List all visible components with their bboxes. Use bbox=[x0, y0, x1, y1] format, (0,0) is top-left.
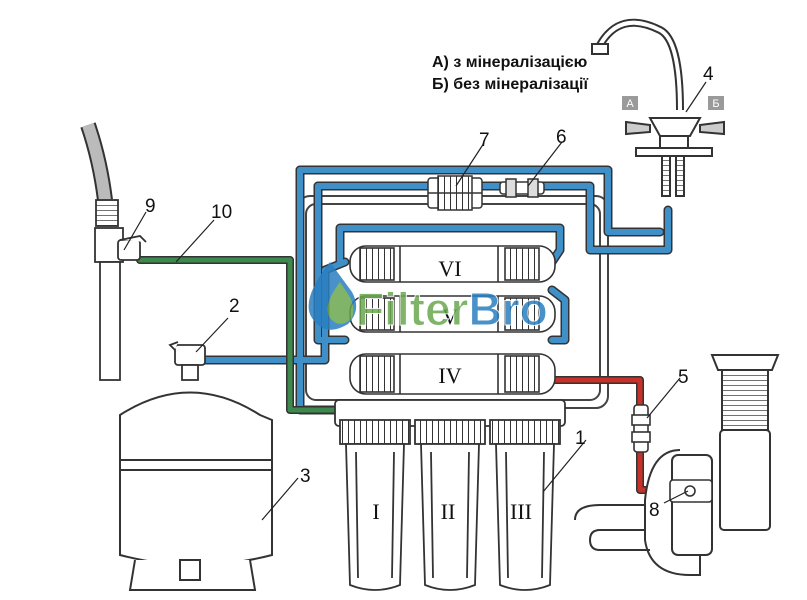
tank-valve bbox=[168, 341, 206, 381]
storage-tank bbox=[119, 391, 273, 591]
callout-3: 3 bbox=[300, 466, 311, 487]
filter-iv bbox=[349, 353, 556, 395]
faucet-badge-a: А bbox=[622, 96, 638, 110]
stage-label-v: V bbox=[442, 304, 458, 329]
drain-flow-restrictor bbox=[631, 404, 651, 453]
drain-clamp bbox=[669, 479, 713, 503]
callout-1: 1 bbox=[575, 428, 586, 449]
housing-iii bbox=[489, 419, 561, 591]
housings bbox=[334, 399, 566, 591]
filterbro-watermark: FilterBro bbox=[308, 262, 548, 336]
faucet bbox=[591, 18, 725, 197]
stage-label-i: I bbox=[372, 499, 379, 524]
check-valve-7 bbox=[427, 175, 483, 211]
housing-i bbox=[339, 419, 411, 591]
post-filters bbox=[349, 245, 556, 395]
stage-label-iii: III bbox=[510, 499, 532, 524]
sink-siphon bbox=[574, 354, 780, 576]
stage-label-vi: VI bbox=[438, 256, 461, 281]
legend-line-b: Б) без мінералізації bbox=[432, 76, 588, 93]
filter-vi bbox=[349, 245, 556, 283]
green-feed-tubing bbox=[136, 256, 349, 414]
watermark-text: FilterBro bbox=[356, 283, 548, 335]
flow-restrictor-6 bbox=[499, 178, 545, 198]
housing-ii bbox=[414, 419, 486, 591]
callout-8: 8 bbox=[649, 500, 660, 521]
callout-2: 2 bbox=[229, 296, 240, 317]
callout-10: 10 bbox=[211, 202, 232, 223]
callout-6: 6 bbox=[556, 127, 567, 148]
legend-line-a: А) з мінералізацією bbox=[432, 54, 588, 71]
callout-5: 5 bbox=[678, 367, 689, 388]
callout-leaders bbox=[123, 81, 707, 521]
svg-text:А: А bbox=[626, 98, 634, 110]
stage-label-iv: IV bbox=[438, 363, 461, 388]
callout-4: 4 bbox=[703, 64, 714, 85]
callout-9: 9 bbox=[145, 196, 156, 217]
filter-v bbox=[349, 295, 556, 333]
callout-7: 7 bbox=[479, 130, 490, 151]
svg-text:Б: Б bbox=[712, 98, 719, 110]
stage-label-ii: II bbox=[441, 499, 456, 524]
faucet-badge-b: Б bbox=[708, 96, 724, 110]
feed-valve-assembly bbox=[80, 122, 147, 381]
